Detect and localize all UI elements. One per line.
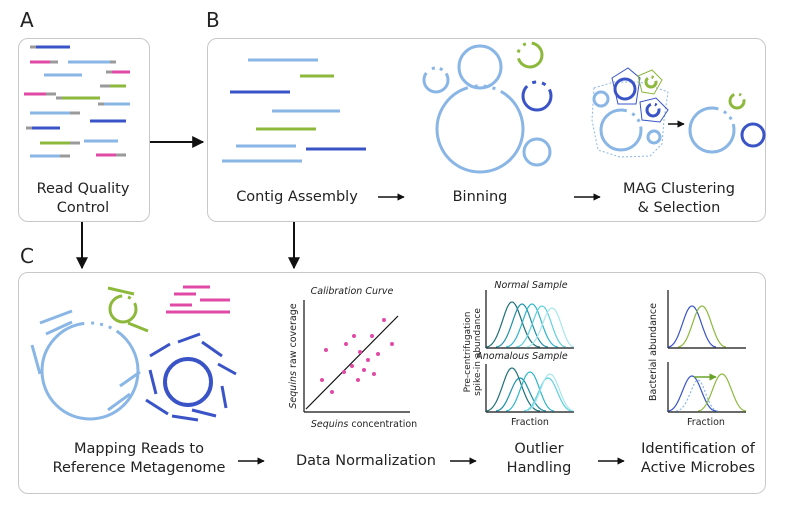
calibration-xlabel: Sequins concentration — [311, 419, 417, 430]
calibration-ylabel: Sequins raw coverage — [288, 303, 299, 408]
calibration-fit-line — [305, 315, 399, 410]
panel-c-box — [18, 272, 766, 494]
caption-mag-line1: MAG Clustering — [623, 181, 735, 197]
panel-a-box — [18, 38, 150, 222]
outlier-ylabel-1: Pre-centrifugation — [463, 312, 473, 393]
caption-binning: Binning — [452, 189, 508, 205]
active-microbe-plots: Fraction Bacterial abundance — [648, 290, 747, 428]
panel-label-b: B — [206, 8, 220, 32]
outlier-plots: Normal Sample Anomalous Sample Fraction … — [463, 280, 575, 428]
panel-label-a: A — [20, 8, 34, 32]
active-xlabel: Fraction — [687, 417, 725, 428]
caption-read-qc-line2: Control — [56, 200, 110, 216]
caption-outlier: Outlier Handling — [484, 440, 594, 478]
caption-mapping-line1: Mapping Reads to — [74, 441, 204, 457]
caption-mapping-line2: Reference Metagenome — [52, 460, 226, 476]
caption-outlier-line1: Outlier — [514, 441, 564, 457]
caption-read-qc-line1: Read Quality — [36, 181, 130, 197]
mapping-illustration — [30, 285, 237, 422]
caption-read-qc: Read Quality Control — [18, 180, 148, 218]
caption-active-line1: Identification of — [641, 441, 755, 457]
caption-active: Identification of Active Microbes — [630, 440, 766, 478]
caption-normalization: Data Normalization — [296, 453, 436, 469]
normal-sample-title: Normal Sample — [494, 280, 567, 291]
caption-mag: MAG Clustering & Selection — [604, 180, 754, 218]
outlier-ylabel-2: spike-in abundance — [473, 308, 483, 396]
caption-outlier-line2: Handling — [506, 460, 572, 476]
outlier-xlabel: Fraction — [511, 417, 549, 428]
contigs-illustration — [222, 58, 366, 163]
mag-clustering-illustration — [591, 67, 766, 158]
panel-label-c: C — [20, 244, 34, 268]
binning-illustration — [422, 41, 553, 174]
active-ylabel: Bacterial abundance — [648, 303, 659, 401]
caption-active-line2: Active Microbes — [640, 460, 756, 476]
calibration-plot: Calibration Curve Sequins concentration … — [288, 286, 417, 430]
caption-mag-line2: & Selection — [637, 200, 721, 216]
reads-illustration — [24, 45, 130, 158]
anomalous-sample-title: Anomalous Sample — [475, 351, 568, 362]
calibration-points — [320, 318, 394, 394]
caption-contig-assembly: Contig Assembly — [236, 189, 358, 205]
caption-mapping: Mapping Reads to Reference Metagenome — [44, 440, 234, 478]
calibration-title: Calibration Curve — [311, 286, 394, 297]
